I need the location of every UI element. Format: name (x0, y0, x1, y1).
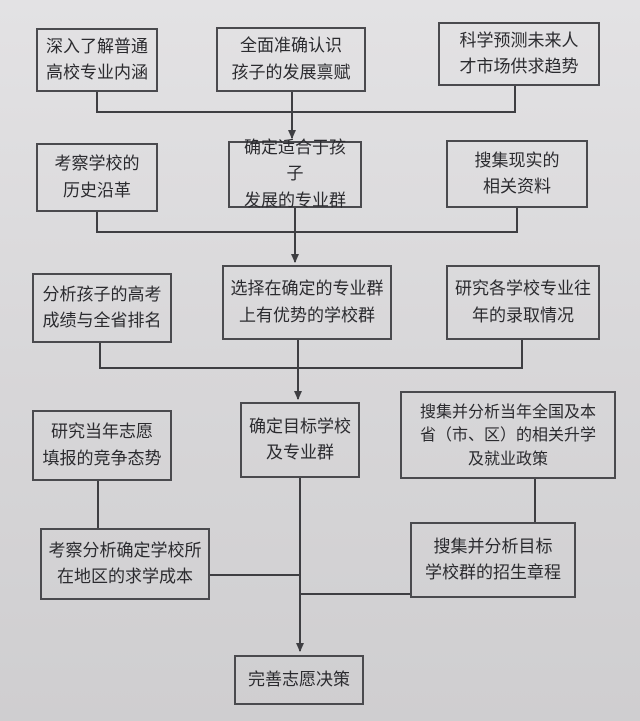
box-line: 研究当年志愿 (51, 422, 153, 443)
box-line: 高校专业内涵 (46, 63, 148, 83)
box-suitable-major-group: 确定适合于孩子发展的专业群 (228, 138, 362, 211)
box-talent-market-forecast: 科学预测未来人才市场供求趋势 (438, 22, 600, 86)
box-final-decision: 完善志愿决策 (234, 655, 364, 705)
box-competition-trend: 研究当年志愿填报的竞争态势 (32, 410, 172, 481)
box-line: 在地区的求学成本 (57, 567, 193, 587)
box-line: 科学预测未来人 (459, 30, 579, 51)
box-line: 确定适合于孩子 (244, 137, 346, 185)
box-line: 研究各学校专业往 (455, 279, 591, 300)
box-line: 及就业政策 (467, 448, 548, 468)
box-past-admissions: 研究各学校专业往年的录取情况 (446, 265, 600, 340)
box-line: 填报的竞争态势 (42, 448, 162, 469)
box-study-cost: 考察分析确定学校所在地区的求学成本 (40, 528, 210, 600)
box-score-ranking: 分析孩子的高考成绩与全省排名 (32, 273, 172, 343)
box-admission-rules: 搜集并分析目标学校群的招生章程 (410, 522, 576, 598)
box-line: 深入了解普通 (46, 36, 148, 57)
box-target-school: 确定目标学校及专业群 (240, 402, 360, 478)
box-line: 历史沿革 (63, 180, 131, 201)
box-line: 考察分析确定学校所 (48, 540, 202, 561)
box-policy-analysis: 搜集并分析当年全国及本省（市、区）的相关升学及就业政策 (400, 391, 616, 479)
box-line: 搜集并分析目标 (433, 536, 553, 557)
box-collect-materials: 搜集现实的相关资料 (446, 140, 588, 208)
box-line: 考察学校的 (54, 154, 140, 175)
box-line: 相关资料 (483, 177, 551, 197)
box-line: 搜集并分析当年全国及本 (419, 402, 596, 422)
box-line: 及专业群 (266, 443, 334, 463)
box-line: 发展的专业群 (244, 190, 346, 211)
box-line: 省（市、区）的相关升学 (419, 425, 596, 445)
box-line: 全面准确认识 (240, 36, 342, 57)
box-child-endowment: 全面准确认识孩子的发展禀赋 (216, 27, 366, 92)
box-line: 成绩与全省排名 (42, 311, 162, 331)
box-line: 上有优势的学校群 (239, 305, 375, 326)
box-line: 才市场供求趋势 (459, 57, 579, 77)
box-line: 确定目标学校 (249, 416, 351, 437)
box-line: 年的录取情况 (472, 305, 574, 326)
box-line: 孩子的发展禀赋 (231, 62, 351, 83)
box-line: 选择在确定的专业群 (230, 279, 384, 300)
box-line: 学校群的招生章程 (425, 563, 561, 583)
box-advantaged-school-group: 选择在确定的专业群上有优势的学校群 (222, 265, 392, 340)
box-understand-majors: 深入了解普通高校专业内涵 (36, 28, 158, 92)
box-line: 分析孩子的高考 (42, 284, 162, 305)
box-school-history: 考察学校的历史沿革 (36, 143, 158, 212)
box-line: 搜集现实的 (474, 150, 560, 171)
box-line: 完善志愿决策 (248, 669, 350, 690)
